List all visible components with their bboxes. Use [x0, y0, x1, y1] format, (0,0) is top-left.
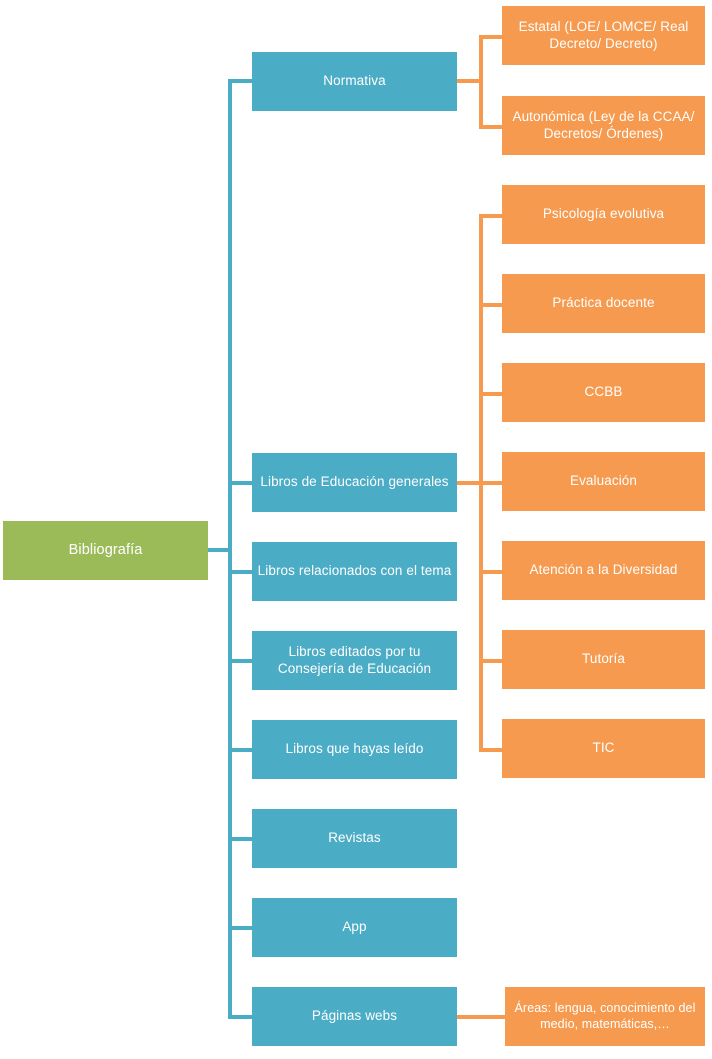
node-label: CCBB: [584, 384, 623, 400]
node-label: Normativa: [323, 73, 386, 89]
connector-to-libros-generales: [228, 481, 254, 485]
connector-to-paginas-webs: [228, 1015, 254, 1019]
connector-to-atencion-diversidad: [479, 570, 504, 574]
node-label: Bibliografía: [68, 541, 143, 558]
node-libros-hayas-leido[interactable]: Libros que hayas leído: [252, 720, 457, 779]
connector-to-psicologia-evolutiva: [479, 214, 504, 218]
node-ccbb[interactable]: CCBB: [502, 363, 705, 422]
node-label: Libros de Educación generales: [260, 474, 449, 490]
node-label: Atención a la Diversidad: [529, 562, 678, 578]
node-label: Evaluación: [569, 473, 638, 489]
connector-normativa-stub: [457, 79, 483, 83]
node-label: Páginas webs: [311, 1008, 398, 1024]
node-label: TIC: [592, 740, 615, 756]
connector-root-trunk: [228, 79, 232, 1019]
node-tic[interactable]: TIC: [502, 719, 705, 778]
node-revistas[interactable]: Revistas: [252, 809, 457, 868]
connector-to-estatal: [479, 35, 504, 39]
connector-to-tic: [479, 748, 504, 752]
node-areas[interactable]: Áreas: lengua, conocimiento del medio, m…: [505, 987, 705, 1046]
node-label: Práctica docente: [552, 295, 655, 311]
node-label: Autonómica (Ley de la CCAA/ Decretos/ Ór…: [512, 109, 695, 141]
node-psicologia-evolutiva[interactable]: Psicología evolutiva: [502, 185, 705, 244]
connector-to-autonomica: [479, 125, 504, 129]
connector-to-libros-relacionados: [228, 570, 254, 574]
node-libros-relacionados-tema[interactable]: Libros relacionados con el tema: [252, 542, 457, 601]
connector-to-evaluacion: [479, 481, 504, 485]
node-label: Libros relacionados con el tema: [257, 563, 452, 579]
connector-to-ccbb: [479, 392, 504, 396]
node-bibliografia[interactable]: Bibliografía: [3, 521, 208, 580]
node-label: App: [342, 919, 367, 935]
node-estatal[interactable]: Estatal (LOE/ LOMCE/ Real Decreto/ Decre…: [502, 6, 705, 65]
connector-root-stub: [208, 548, 232, 552]
node-label: Revistas: [328, 830, 381, 846]
node-label: Libros que hayas leído: [285, 741, 424, 757]
connector-to-tutoria: [479, 659, 504, 663]
connector-to-libros-consejeria: [228, 659, 254, 663]
connector-to-normativa: [228, 79, 254, 83]
connector-libros-generales-stub: [457, 481, 483, 485]
node-label: Tutoría: [582, 651, 625, 667]
node-evaluacion[interactable]: Evaluación: [502, 452, 705, 511]
connector-to-practica-docente: [479, 303, 504, 307]
node-practica-docente[interactable]: Práctica docente: [502, 274, 705, 333]
node-label: Áreas: lengua, conocimiento del medio, m…: [514, 1001, 696, 1031]
node-atencion-diversidad[interactable]: Atención a la Diversidad: [502, 541, 705, 600]
connector-normativa-trunk: [479, 35, 483, 129]
node-libros-editados-consejeria[interactable]: Libros editados por tu Consejería de Edu…: [252, 631, 457, 690]
connector-to-revistas: [228, 837, 254, 841]
node-paginas-webs[interactable]: Páginas webs: [252, 987, 457, 1046]
connector-to-libros-leidos: [228, 748, 254, 752]
node-tutoria[interactable]: Tutoría: [502, 630, 705, 689]
node-label: Psicología evolutiva: [542, 206, 665, 222]
connector-to-app: [228, 926, 254, 930]
node-app[interactable]: App: [252, 898, 457, 957]
node-normativa[interactable]: Normativa: [252, 52, 457, 111]
node-label: Libros editados por tu Consejería de Edu…: [277, 644, 432, 676]
node-label: Estatal (LOE/ LOMCE/ Real Decreto/ Decre…: [518, 19, 689, 51]
node-libros-educacion-generales[interactable]: Libros de Educación generales: [252, 453, 457, 512]
node-autonomica[interactable]: Autonómica (Ley de la CCAA/ Decretos/ Ór…: [502, 96, 705, 155]
connector-paginas-webs-to-areas: [457, 1015, 505, 1019]
